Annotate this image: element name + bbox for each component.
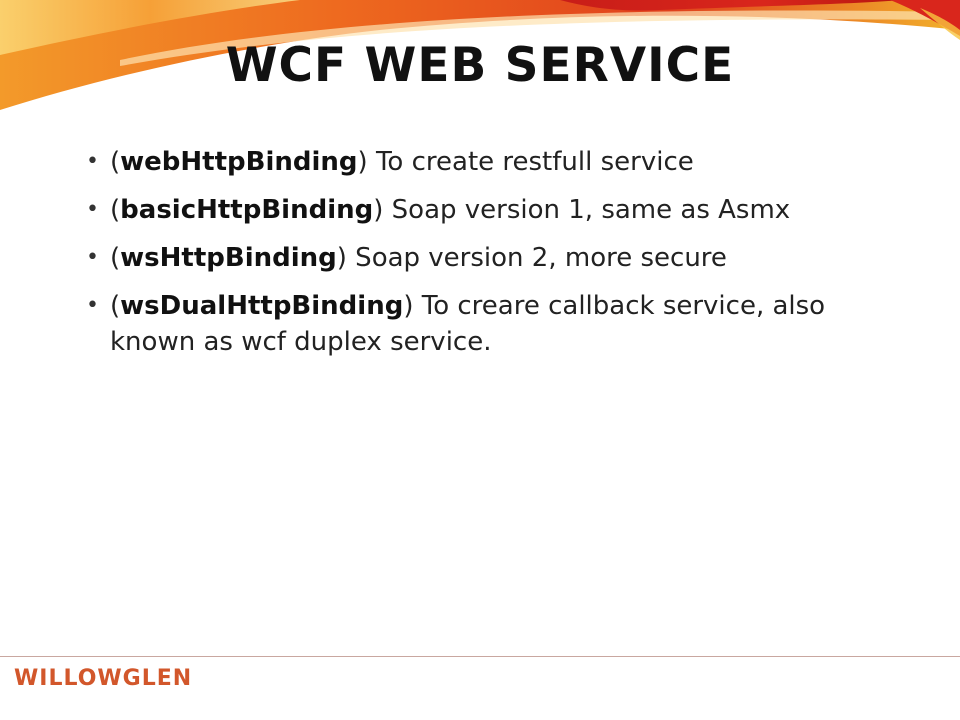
bullet-close-paren: ) — [373, 195, 384, 225]
swoosh-band-red — [560, 0, 900, 11]
bullet-text: Soap version 2, more secure — [346, 243, 727, 273]
bullet-item-wsdualhttpbinding: • (wsDualHttpBinding) To creare callback … — [86, 288, 886, 360]
bullet-list: •(webHttpBinding) To create restfull ser… — [86, 144, 886, 372]
bullet-text: To creare callback service, also known a… — [110, 291, 826, 357]
bullet-dot: • — [86, 245, 99, 270]
bullet-open-paren: ( — [110, 243, 121, 273]
footer-divider — [0, 656, 960, 657]
bullet-binding-name: wsDualHttpBinding — [120, 291, 404, 321]
swoosh-band-orange — [0, 0, 960, 110]
swoosh-corner-right — [890, 0, 960, 36]
bullet-dot: • — [86, 293, 99, 318]
bullet-close-paren: ) — [357, 147, 368, 177]
bullet-close-paren: ) — [336, 243, 347, 273]
swoosh-corner-right-light — [920, 8, 960, 40]
slide-title: WCF WEB SERVICE — [225, 38, 735, 93]
bullet-text: To create restfull service — [367, 147, 694, 177]
decorative-swoosh — [0, 0, 960, 110]
bullet-close-paren: ) — [403, 291, 414, 321]
swoosh-band-light — [120, 10, 960, 66]
bullet-item-basichttpbinding: • (basicHttpBinding) Soap version 1, same… — [86, 192, 886, 228]
bullet-open-paren: ( — [110, 291, 121, 321]
bullet-binding-name: wsHttpBinding — [120, 243, 337, 273]
bullet-text: Soap version 1, same as Asmx — [383, 195, 791, 225]
bullet-open-paren: ( — [110, 147, 121, 177]
bullet-binding-name: webHttpBinding — [120, 147, 358, 177]
willowglen-logo: WILLOWGLEN — [14, 666, 193, 691]
bullet-item-wshttpbinding: • (wsHttpBinding) Soap version 2, more se… — [86, 240, 886, 276]
bullet-item-webhttpbinding: • (webHttpBinding) To create restfull ser… — [86, 144, 886, 180]
swoosh-band-yellow — [0, 0, 300, 55]
bullet-dot: • — [86, 197, 99, 222]
bullet-open-paren: ( — [110, 195, 121, 225]
bullet-binding-name: basicHttpBinding — [120, 195, 374, 225]
bullet-dot: • — [86, 149, 99, 174]
